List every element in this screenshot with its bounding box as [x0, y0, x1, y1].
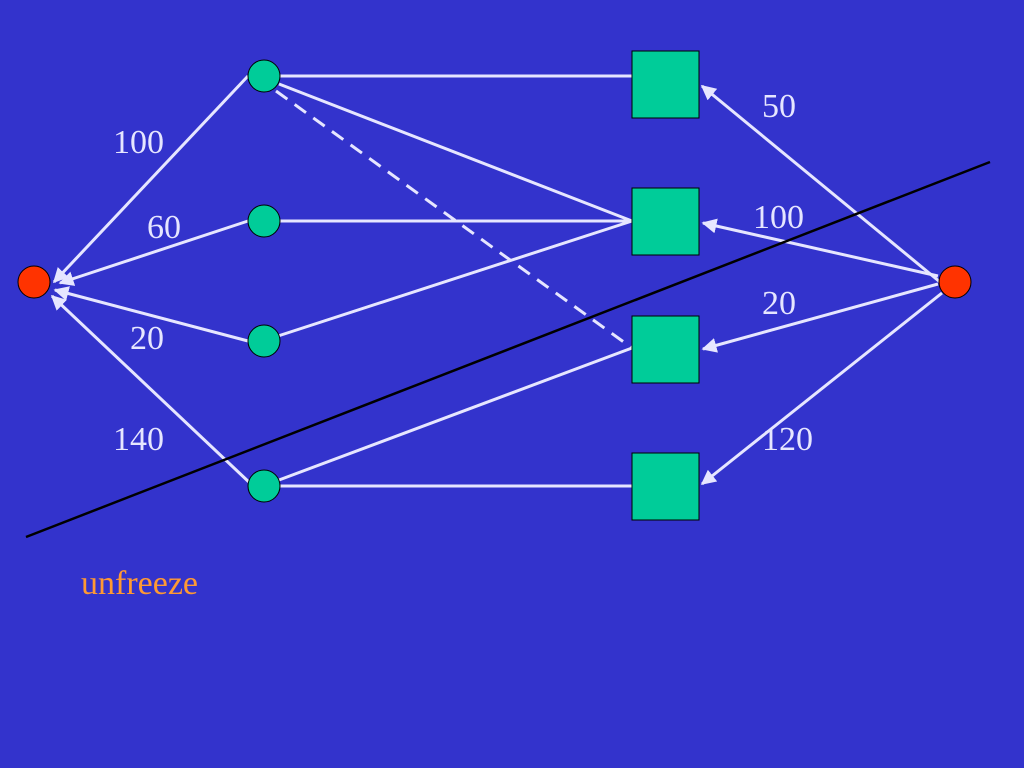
source-terminal-node	[17, 265, 51, 299]
weight-label-right-bottom: 120	[762, 421, 813, 458]
edge-circle4-square3	[278, 346, 633, 482]
edges	[50, 74, 943, 488]
edge-right-second	[701, 218, 939, 278]
circle-nodes	[247, 59, 281, 503]
weight-label-left-bottom: 140	[113, 421, 164, 458]
square-node-2	[631, 187, 700, 256]
edge-right-third	[701, 282, 939, 353]
square-node-1	[631, 50, 700, 119]
terminal-nodes	[17, 265, 972, 299]
edge-right-top	[700, 84, 941, 284]
square-node-4	[631, 452, 700, 521]
weight-label-left-top: 100	[113, 124, 164, 161]
square-node-3	[631, 315, 700, 384]
weight-label-left-second: 60	[147, 209, 181, 246]
edge-right-bottom	[700, 291, 943, 486]
square-nodes	[631, 50, 700, 521]
cut-line	[25, 160, 991, 539]
weight-label-left-third: 20	[130, 320, 164, 357]
weight-label-right-top: 50	[762, 88, 796, 125]
circle-node-2	[247, 204, 281, 238]
weight-label-right-third: 20	[762, 285, 796, 322]
circle-node-4	[247, 469, 281, 503]
edge-left-top	[52, 74, 250, 284]
circle-node-1	[247, 59, 281, 93]
edge-circle1-square2	[278, 82, 633, 223]
weight-label-right-second: 100	[753, 199, 804, 236]
sink-terminal-node	[938, 265, 972, 299]
edge-circle3-square2	[277, 219, 633, 338]
edge-left-second	[58, 219, 249, 286]
circle-node-3	[247, 324, 281, 358]
edge-left-third	[53, 286, 249, 343]
edge-left-bottom	[50, 294, 253, 486]
caption-text: unfreeze	[81, 565, 199, 602]
